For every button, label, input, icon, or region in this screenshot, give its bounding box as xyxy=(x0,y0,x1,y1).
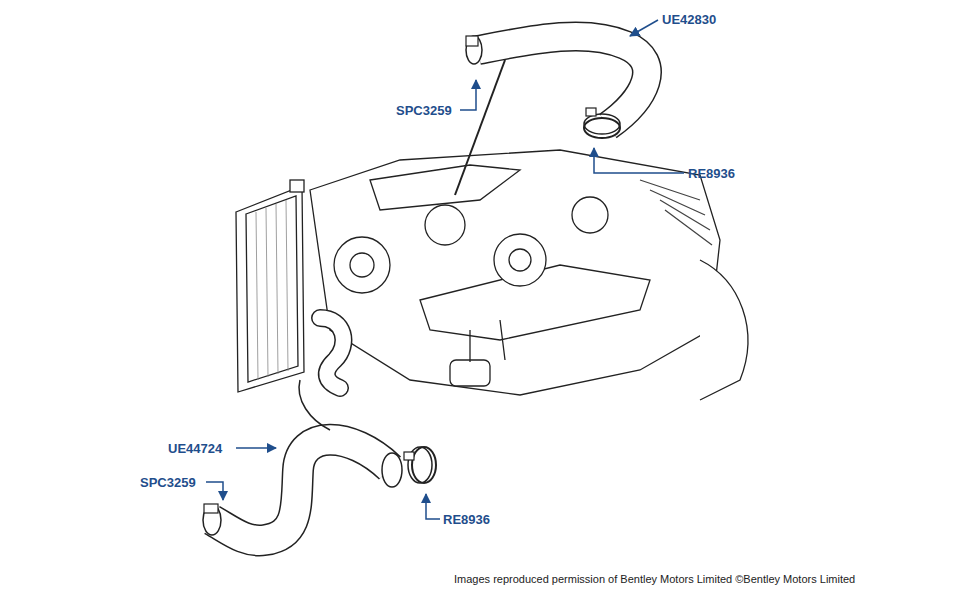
part-number: RE8936 xyxy=(688,166,735,182)
part-number: UE42830 xyxy=(662,12,716,28)
part-number: RE8936 xyxy=(443,512,490,528)
copyright-note: Images reproduced permission of Bentley … xyxy=(454,573,855,586)
part-number: SPC3259 xyxy=(396,103,452,119)
part-number: UE44724 xyxy=(168,441,222,457)
part-number: SPC3259 xyxy=(140,475,196,491)
